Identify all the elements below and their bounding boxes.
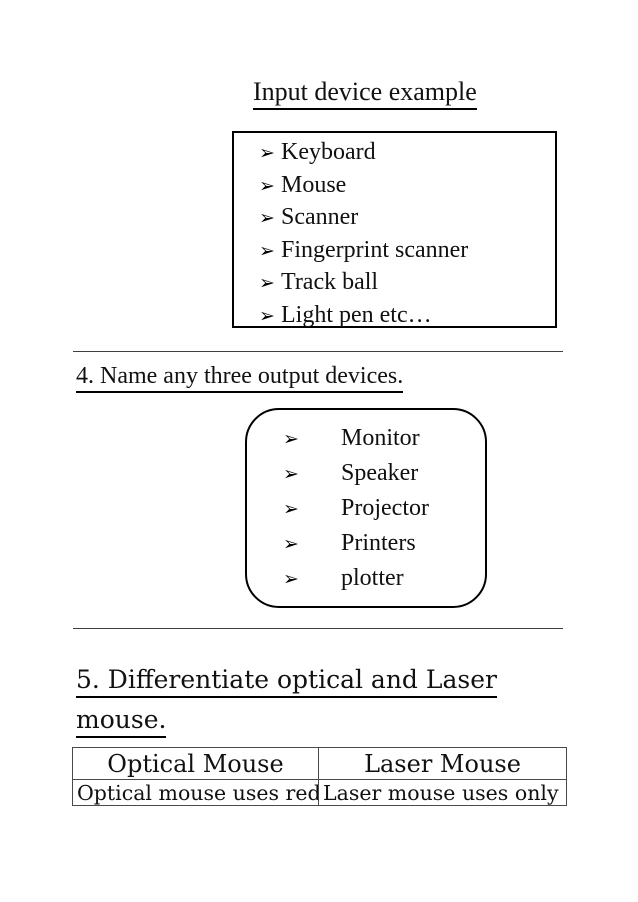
- arrow-bullet-icon: ➢: [259, 142, 275, 164]
- arrow-bullet-icon: ➢: [283, 428, 299, 450]
- question5-heading-row: mouse.: [76, 705, 497, 738]
- list-item: ➢ Keyboard: [259, 137, 555, 170]
- list-item: ➢ Monitor: [283, 421, 485, 456]
- input-devices-list: ➢ Keyboard ➢ Mouse ➢ Scanner ➢ Fingerprint s…: [234, 133, 555, 333]
- arrow-bullet-icon: ➢: [283, 533, 299, 555]
- question5-heading-line1: 5. Differentiate optical and Laser: [76, 665, 497, 698]
- list-item-label: Printers: [341, 530, 416, 556]
- list-item: ➢ Light pen etc…: [259, 300, 555, 333]
- arrow-bullet-icon: ➢: [259, 207, 275, 230]
- list-item: ➢ plotter: [283, 561, 485, 596]
- list-item-label: plotter: [341, 565, 404, 591]
- question4-heading: 4. Name any three output devices.: [76, 363, 404, 393]
- list-item: ➢ Scanner: [259, 202, 555, 235]
- question5-heading: 5. Differentiate optical and Laser mouse…: [76, 665, 497, 745]
- list-item-label: Monitor: [341, 425, 420, 451]
- list-item: ➢ Printers: [283, 526, 485, 561]
- list-item-label: Fingerprint scanner: [281, 236, 469, 263]
- list-item-label: Projector: [341, 495, 429, 521]
- output-devices-list: ➢ Monitor ➢ Speaker ➢ Projector ➢ Printers ➢…: [247, 410, 485, 596]
- question4-row: 4. Name any three output devices.: [76, 363, 404, 393]
- table-row: Optical mouse uses red, Laser mouse uses…: [72, 779, 567, 806]
- arrow-bullet-icon: ➢: [259, 239, 275, 262]
- list-item: ➢ Projector: [283, 491, 485, 526]
- list-item: ➢ Fingerprint scanner: [259, 235, 555, 268]
- table-header-laser-mouse: Laser Mouse: [318, 747, 567, 780]
- list-item-label: Track ball: [281, 269, 379, 296]
- comparison-table: Optical Mouse Laser Mouse Optical mouse …: [72, 747, 567, 806]
- output-devices-box: ➢ Monitor ➢ Speaker ➢ Projector ➢ Printers ➢…: [245, 408, 487, 608]
- question5-heading-line2: mouse.: [76, 705, 167, 738]
- list-item-label: Keyboard: [281, 139, 376, 165]
- separator-line: [73, 351, 563, 352]
- list-item-label: Speaker: [341, 460, 419, 486]
- arrow-bullet-icon: ➢: [283, 498, 299, 520]
- table-header-row: Optical Mouse Laser Mouse: [72, 747, 567, 780]
- list-item: ➢ Mouse: [259, 170, 555, 203]
- list-item-label: Scanner: [281, 204, 359, 231]
- table-header-optical-mouse: Optical Mouse: [72, 747, 319, 780]
- list-item-label: Mouse: [281, 171, 347, 198]
- page-title: Input device example: [253, 78, 477, 110]
- input-devices-box: ➢ Keyboard ➢ Mouse ➢ Scanner ➢ Fingerprint s…: [232, 131, 557, 328]
- list-item-label: Light pen etc…: [281, 301, 432, 328]
- arrow-bullet-icon: ➢: [259, 272, 275, 295]
- arrow-bullet-icon: ➢: [259, 174, 275, 197]
- arrow-bullet-icon: ➢: [259, 304, 275, 327]
- separator-line: [73, 628, 563, 629]
- arrow-bullet-icon: ➢: [283, 463, 299, 485]
- arrow-bullet-icon: ➢: [283, 568, 299, 590]
- title-row: Input device example: [253, 78, 477, 110]
- list-item: ➢ Speaker: [283, 456, 485, 491]
- list-item: ➢ Track ball: [259, 267, 555, 300]
- table-cell-optical: Optical mouse uses red,: [72, 779, 319, 806]
- table-cell-laser: Laser mouse uses only: [318, 779, 567, 806]
- question5-heading-row: 5. Differentiate optical and Laser: [76, 665, 497, 698]
